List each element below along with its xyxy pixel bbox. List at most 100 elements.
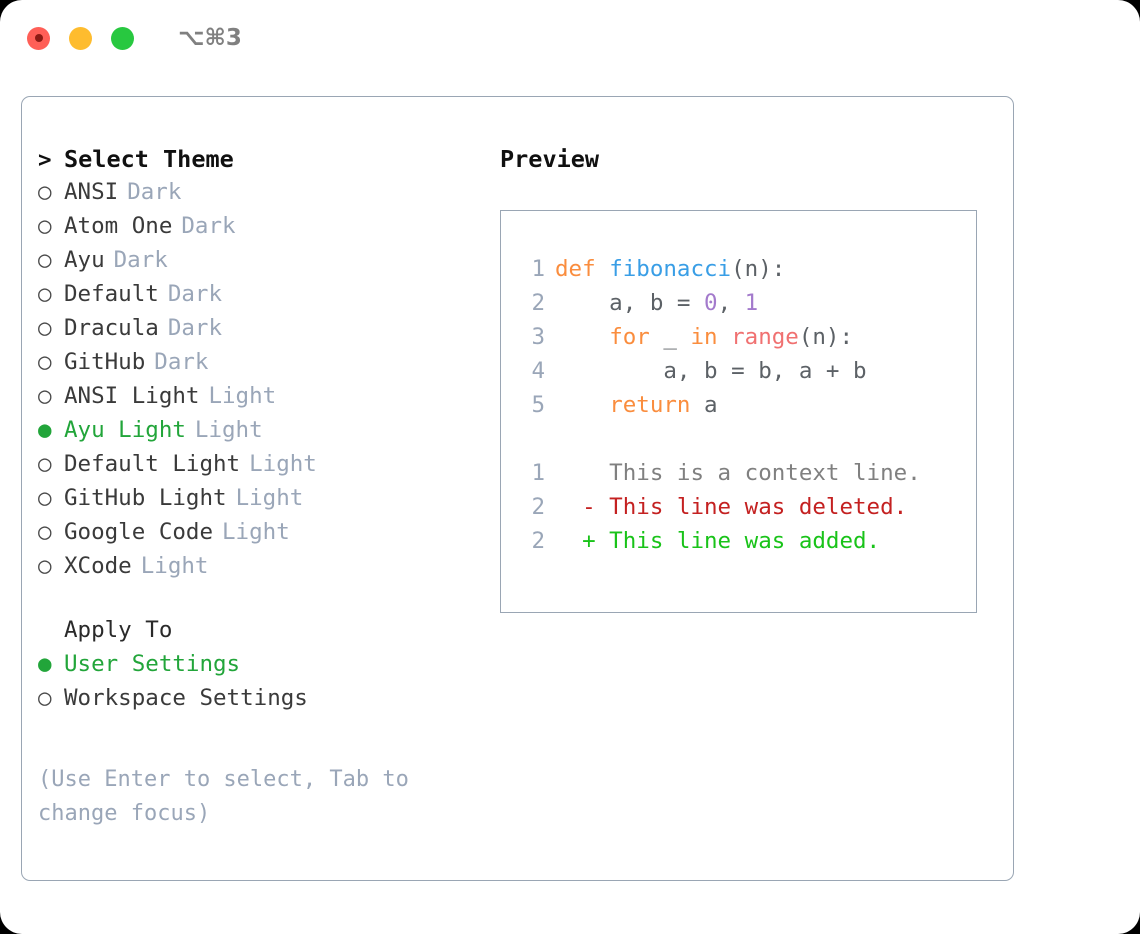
theme-name: Google Code <box>64 519 214 545</box>
theme-name: XCode <box>64 553 132 579</box>
code-token: for <box>609 324 650 350</box>
diff-text: - This line was deleted. <box>555 494 908 520</box>
code-token: 1 <box>744 290 759 316</box>
theme-list-item[interactable]: ○ ANSI Dark <box>38 179 468 213</box>
prompt-caret-icon: > <box>38 147 52 173</box>
radio-unselected-icon: ○ <box>38 383 52 409</box>
diff-line: 2 + This line was added. <box>519 528 976 562</box>
radio-unselected-icon: ○ <box>38 519 52 545</box>
theme-name: ANSI <box>64 179 119 205</box>
code-token: a, b = b, a + b <box>555 358 867 384</box>
radio-unselected-icon: ○ <box>38 485 52 511</box>
theme-list-item[interactable]: ○ Default Dark <box>38 281 468 315</box>
theme-name: Ayu <box>64 247 105 273</box>
apply-to-label: User Settings <box>64 651 241 677</box>
theme-kind-label: Light <box>194 417 263 443</box>
line-number: 2 <box>531 528 545 554</box>
line-number: 1 <box>531 256 545 282</box>
apply-to-item[interactable]: ○ Workspace Settings <box>38 685 468 719</box>
code-token: a <box>690 392 718 418</box>
code-text: a, b = b, a + b <box>555 358 867 384</box>
apply-to-label: Workspace Settings <box>64 685 308 711</box>
radio-unselected-icon: ○ <box>38 315 52 341</box>
radio-unselected-icon: ○ <box>38 451 52 477</box>
code-text: a, b = 0, 1 <box>555 290 758 316</box>
code-token: def <box>555 256 610 282</box>
radio-unselected-icon: ○ <box>38 349 52 375</box>
theme-name: Atom One <box>64 213 173 239</box>
zoom-button[interactable] <box>111 26 134 50</box>
radio-unselected-icon: ○ <box>38 553 52 579</box>
theme-list-item[interactable]: ○ Atom One Dark <box>38 213 468 247</box>
theme-name: Dracula <box>64 315 159 341</box>
code-token: fibonacci <box>609 256 732 282</box>
line-number: 4 <box>531 358 545 384</box>
theme-name: Ayu Light <box>64 417 186 443</box>
theme-kind-label: Dark <box>113 247 168 273</box>
window-controls <box>27 26 134 50</box>
code-token: (n): <box>798 324 854 350</box>
theme-kind-label: Light <box>222 519 290 545</box>
theme-kind-label: Light <box>140 553 209 579</box>
code-token: range <box>731 324 799 350</box>
code-token <box>555 392 609 418</box>
theme-kind-label: Light <box>235 485 304 511</box>
theme-list-item[interactable]: ● Ayu Light Light <box>38 417 468 451</box>
theme-list-item[interactable]: ○ XCode Light <box>38 553 468 587</box>
theme-list-item[interactable]: ○ Default Light Light <box>38 451 468 485</box>
code-text: return a <box>555 392 718 418</box>
theme-kind-label: Light <box>249 451 317 477</box>
code-text: for _ in range(n): <box>555 324 853 350</box>
theme-list-item[interactable]: ○ Ayu Dark <box>38 247 468 281</box>
code-token: 0 <box>704 290 718 316</box>
code-line: 1 def fibonacci(n): <box>519 256 976 290</box>
close-button[interactable] <box>27 26 50 50</box>
keyboard-shortcut-label: ⌥⌘3 <box>178 25 242 51</box>
code-line: 2 a, b = 0, 1 <box>519 290 976 324</box>
radio-unselected-icon: ○ <box>38 247 52 273</box>
minimize-button[interactable] <box>69 26 92 50</box>
diff-text: + This line was added. <box>555 528 881 554</box>
code-text: def fibonacci(n): <box>555 256 785 282</box>
code-token: , <box>717 290 745 316</box>
code-token <box>718 324 732 350</box>
preview-header: Preview <box>500 145 600 173</box>
radio-unselected-icon: ○ <box>38 685 52 711</box>
line-number: 1 <box>531 460 545 486</box>
theme-list-item[interactable]: ○ Google Code Light <box>38 519 468 553</box>
code-token <box>555 324 609 350</box>
line-number: 5 <box>531 392 545 418</box>
theme-kind-label: Dark <box>167 281 223 307</box>
theme-name: Default Light <box>64 451 241 477</box>
title-bar: ⌥⌘3 <box>0 0 1140 76</box>
code-token: return <box>609 392 691 418</box>
radio-selected-icon: ● <box>38 417 52 443</box>
diff-line: 1 This is a context line. <box>519 460 976 494</box>
theme-kind-label: Dark <box>127 179 182 205</box>
theme-name: Default <box>64 281 159 307</box>
spacer <box>519 426 976 460</box>
theme-kind-label: Dark <box>181 213 236 239</box>
radio-unselected-icon: ○ <box>38 179 52 205</box>
radio-unselected-icon: ○ <box>38 213 52 239</box>
radio-unselected-icon: ○ <box>38 281 52 307</box>
line-number: 3 <box>531 324 545 350</box>
line-number: 2 <box>531 494 545 520</box>
code-line: 3 for _ in range(n): <box>519 324 976 358</box>
spacer-icon: ○ <box>38 617 64 643</box>
recording-dot-icon <box>34 34 43 42</box>
code-line: 5 return a <box>519 392 976 426</box>
apply-to-item[interactable]: ●User Settings <box>38 651 468 685</box>
theme-kind-label: Dark <box>154 349 209 375</box>
